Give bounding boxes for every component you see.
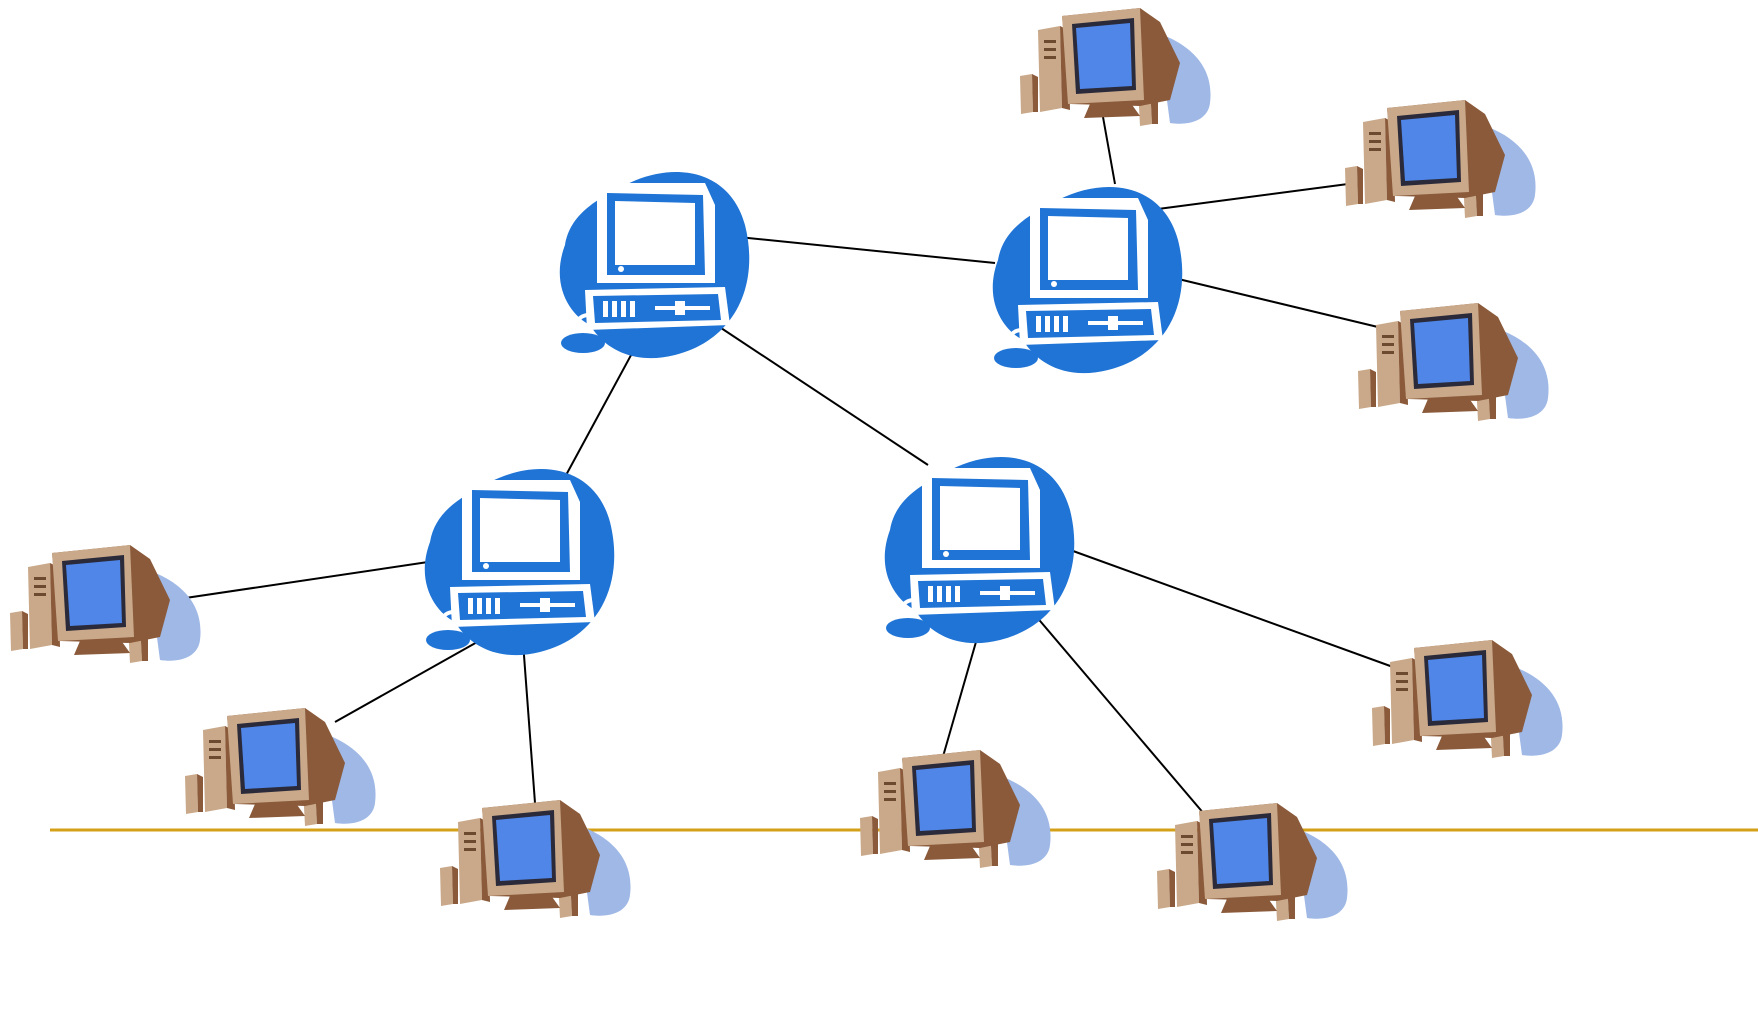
client-9-computer-icon	[1157, 803, 1348, 921]
client-5-computer-icon	[185, 708, 376, 826]
client-7-computer-icon	[1372, 640, 1563, 758]
hub-lower-left-computer-icon	[422, 467, 617, 658]
hub-lower-middle-computer-icon	[882, 455, 1077, 646]
link-lower-middle-hub-to-client-8	[941, 627, 981, 761]
link-root-to-lower-middle-hub	[711, 321, 929, 466]
client-8-computer-icon	[860, 750, 1051, 868]
link-root-to-lower-left-hub	[564, 332, 644, 478]
link-lower-left-hub-to-client-4	[171, 561, 429, 601]
hub-upper-right-computer-icon	[990, 185, 1185, 376]
link-lower-middle-hub-to-client-7	[1061, 546, 1394, 668]
hub-root-computer-icon	[557, 170, 752, 361]
links	[171, 116, 1394, 816]
link-lower-left-hub-to-client-6	[522, 641, 536, 804]
link-lower-left-hub-to-client-5	[334, 631, 496, 723]
link-lower-middle-hub-to-client-9	[1034, 614, 1206, 816]
client-1-computer-icon	[1020, 8, 1211, 126]
client-2-computer-icon	[1345, 100, 1536, 218]
client-4-computer-icon	[10, 545, 201, 663]
link-upper-right-hub-to-client-2	[1157, 183, 1349, 210]
link-upper-right-hub-to-client-1	[1102, 116, 1116, 185]
link-root-to-upper-right-hub	[737, 236, 996, 264]
link-upper-right-hub-to-client-3	[1169, 276, 1383, 329]
client-6-computer-icon	[440, 800, 631, 918]
client-3-computer-icon	[1358, 303, 1549, 421]
